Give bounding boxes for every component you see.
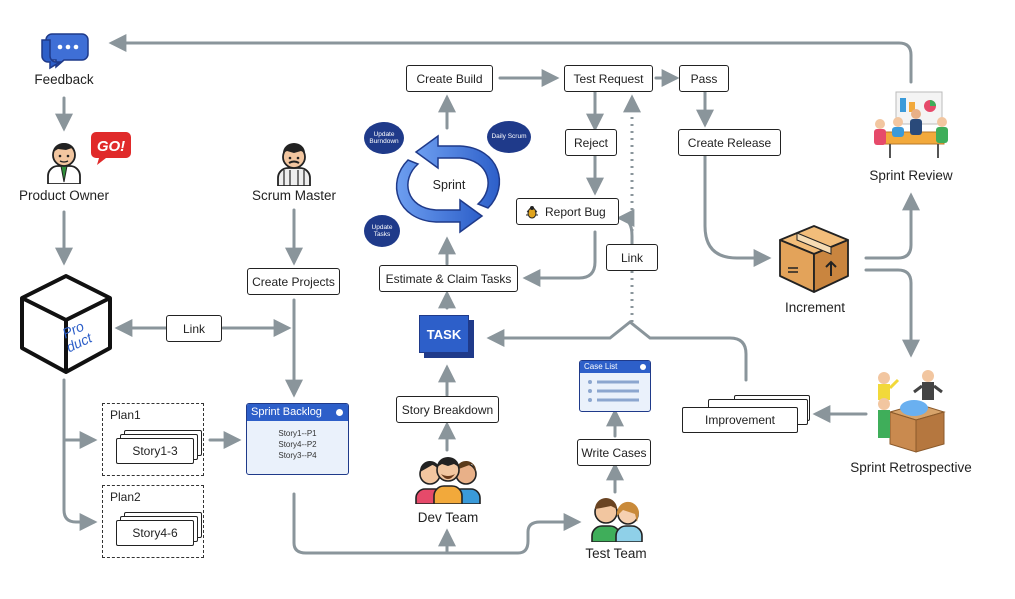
task-card-icon: TASK <box>419 315 474 358</box>
create-projects-box[interactable]: Create Projects <box>247 268 340 295</box>
backlog-item: Story1--P1 <box>278 429 317 438</box>
create-build-box[interactable]: Create Build <box>406 65 493 92</box>
sprint-review-label: Sprint Review <box>869 168 953 183</box>
write-cases-box[interactable]: Write Cases <box>577 439 651 466</box>
release-to-increment-arrow <box>703 154 772 267</box>
report-bug-label: Report Bug <box>545 204 606 219</box>
backlog-item: Story4--P2 <box>278 440 317 449</box>
bug-icon <box>525 205 539 219</box>
chat-bubbles-icon <box>38 30 90 70</box>
sprint-cycle-arrows-icon <box>378 126 518 242</box>
plan2-title: Plan2 <box>110 490 141 504</box>
update-burndown-bubble: Update Burndown <box>364 122 404 154</box>
story4-6-label: Story4-6 <box>116 520 194 546</box>
product-to-plans-path <box>62 378 98 531</box>
feedback-label: Feedback <box>34 72 94 87</box>
case-list-title: Case List <box>584 362 618 371</box>
scrum-master-label: Scrum Master <box>251 188 337 203</box>
report-bug-box[interactable]: Report Bug <box>516 198 619 225</box>
daily-scrum-bubble: Daily Scrum <box>487 121 531 153</box>
window-dot-icon <box>640 364 646 370</box>
case-list-window[interactable]: Case List <box>579 360 651 412</box>
sprint-retrospective-label: Sprint Retrospective <box>850 460 972 475</box>
sprint-retrospective-team-icon <box>870 364 950 454</box>
link2-to-bug-arrow <box>616 209 635 248</box>
backlog-to-testteam-path <box>292 492 582 555</box>
case-list-lines-icon <box>588 380 639 402</box>
dev-team-avatars-icon <box>414 452 482 505</box>
sprint-backlog-window[interactable]: Sprint Backlog Story1--P1 Story4--P2 Sto… <box>246 403 349 475</box>
dev-team-label: Dev Team <box>417 510 479 525</box>
product-owner-avatar-icon <box>44 138 84 185</box>
window-dot-icon <box>336 409 343 416</box>
sprint-review-meeting-icon <box>866 88 954 160</box>
task-label: TASK <box>419 315 469 353</box>
test-team-label: Test Team <box>585 546 647 561</box>
scrum-master-avatar-icon <box>274 140 314 187</box>
bug-to-estimate-arrow <box>522 230 597 287</box>
story-breakdown-box[interactable]: Story Breakdown <box>396 396 499 423</box>
review-to-feedback-arrow <box>108 34 913 84</box>
backlog-item: Story3--P4 <box>278 451 317 460</box>
plan1-container: Plan1 <box>102 403 204 476</box>
product-owner-label: Product Owner <box>18 188 110 203</box>
test-request-box[interactable]: Test Request <box>564 65 653 92</box>
story1-3-label: Story1-3 <box>116 438 194 464</box>
increment-label: Increment <box>784 300 846 315</box>
link-box[interactable]: Link <box>166 315 222 342</box>
link2-box[interactable]: Link <box>606 244 658 271</box>
sprint-backlog-titlebar: Sprint Backlog <box>247 404 348 421</box>
increment-to-retro-arrow <box>864 268 920 358</box>
plan2-container: Plan2 <box>102 485 204 558</box>
sprint-cycle-label: Sprint <box>432 178 466 192</box>
estimate-claim-box[interactable]: Estimate & Claim Tasks <box>379 265 518 292</box>
update-tasks-bubble: Update Tasks <box>364 215 400 247</box>
go-badge-text: GO! <box>96 138 126 155</box>
plan1-title: Plan1 <box>110 408 141 422</box>
product-cube-icon <box>18 272 114 376</box>
increment-package-icon <box>776 222 852 294</box>
pass-box[interactable]: Pass <box>679 65 729 92</box>
improvement-to-task-path <box>486 320 748 382</box>
sprint-backlog-title: Sprint Backlog <box>251 406 322 418</box>
case-list-titlebar: Case List <box>580 361 650 373</box>
improvement-label: Improvement <box>682 407 798 433</box>
increment-to-review-arrow <box>864 192 920 260</box>
test-team-avatars-icon <box>586 494 646 543</box>
reject-box[interactable]: Reject <box>565 129 617 156</box>
go-speech-badge-icon <box>90 130 132 166</box>
create-release-box[interactable]: Create Release <box>678 129 781 156</box>
